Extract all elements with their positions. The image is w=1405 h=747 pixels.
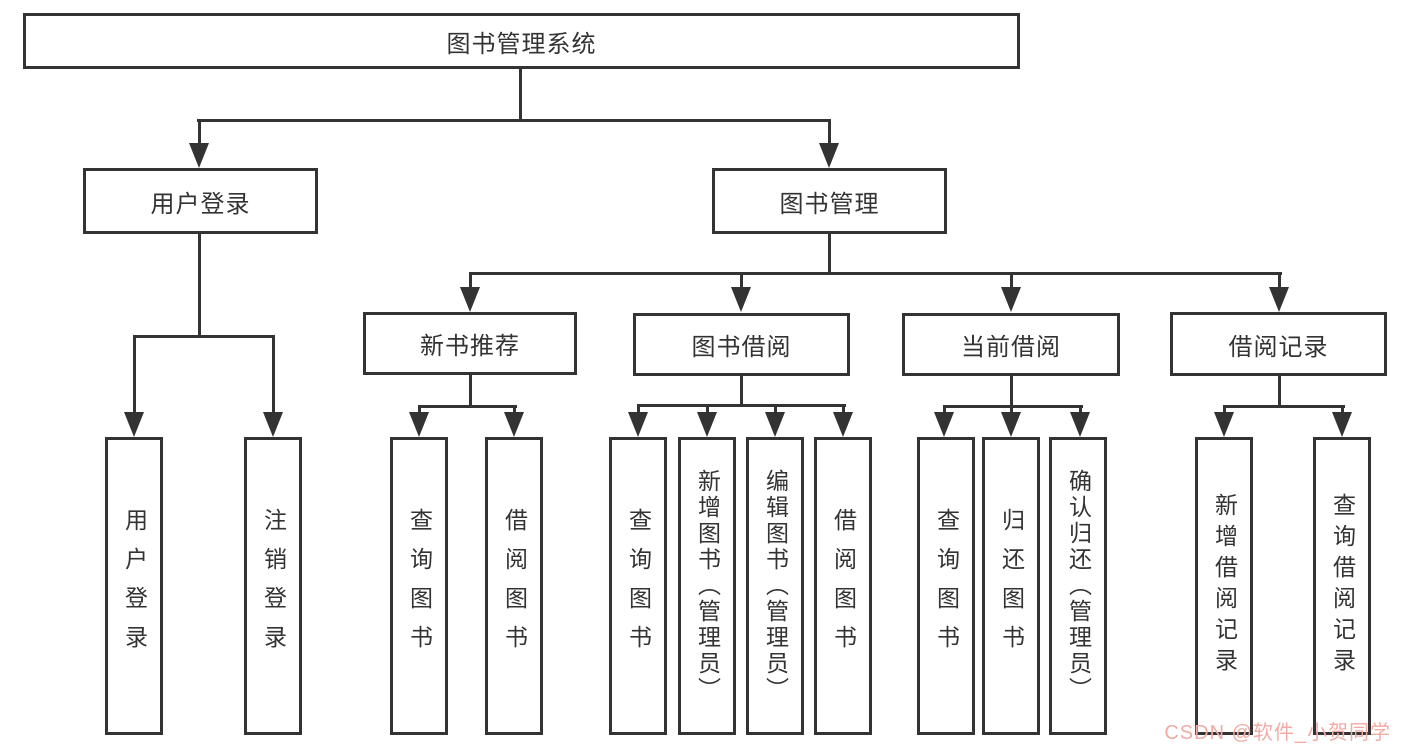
arrow-down-icon [934, 412, 954, 437]
connector-current-borrow-stub [1010, 376, 1013, 405]
connector-records-stub [1278, 376, 1281, 405]
leaf-add-books-admin-label: 新增图书（管理员） [694, 469, 721, 703]
leaf-edit-books-admin: 编辑图书（管理员） [746, 437, 804, 735]
node-user-login-label: 用户登录 [150, 190, 251, 218]
node-book-management-label: 图书管理 [779, 190, 880, 218]
connector-leaf-shaft [513, 405, 516, 414]
leaf-user-login-label: 用户登录 [121, 508, 148, 664]
connector-leaf-shaft [1223, 405, 1226, 414]
leaf-query-borrow-record: 查询借阅记录 [1313, 437, 1371, 735]
node-book-borrowing: 图书借阅 [633, 313, 850, 376]
node-root-library-system: 图书管理系统 [23, 13, 1020, 69]
leaf-borrow-books-borrowing: 借阅图书 [814, 437, 872, 735]
connector-current-borrow-branch [943, 405, 1083, 408]
leaf-confirm-return-admin: 确认归还（管理员） [1049, 437, 1107, 735]
leaf-query-books-recommend: 查询图书 [390, 437, 448, 735]
leaf-query-books-label: 查询图书 [406, 508, 433, 664]
connector-leaf-shaft [1079, 405, 1082, 414]
arrow-down-icon [460, 287, 480, 312]
connector-book-mgmt-branch [469, 272, 1282, 275]
arrow-down-icon [731, 287, 751, 312]
arrow-down-icon [1214, 412, 1234, 437]
connector-leaf-shaft [842, 404, 845, 414]
arrow-down-icon [1001, 412, 1021, 437]
leaf-borrow-books-label: 借阅图书 [830, 508, 857, 664]
leaf-user-login: 用户登录 [105, 437, 163, 735]
node-user-login: 用户登录 [83, 168, 318, 234]
connector-leaf-shaft [272, 335, 275, 413]
connector-leaf-shaft [418, 405, 421, 414]
arrow-down-icon [697, 412, 717, 437]
connector-book-borrow-stub [740, 376, 743, 404]
arrow-down-icon [504, 412, 524, 437]
arrow-down-icon [765, 412, 785, 437]
connector-level3-shaft [469, 272, 472, 289]
connector-leaf-shaft [774, 404, 777, 414]
leaf-return-books: 归还图书 [982, 437, 1040, 735]
leaf-query-borrow-record-label: 查询借阅记录 [1329, 493, 1356, 679]
connector-records-branch [1223, 405, 1345, 408]
arrow-down-icon [124, 412, 144, 437]
leaf-logout: 注销登录 [244, 437, 302, 735]
connector-book-borrow-branch [637, 404, 846, 407]
node-new-book-recommend: 新书推荐 [363, 312, 577, 375]
connector-user-login-stub [198, 234, 201, 335]
node-root-label: 图书管理系统 [446, 30, 597, 58]
connector-leaf-shaft [1010, 405, 1013, 414]
node-current-borrowing: 当前借阅 [902, 313, 1120, 376]
csdn-watermark: CSDN @软件_小贺同学 [1164, 722, 1391, 744]
arrow-down-icon [819, 143, 839, 168]
leaf-query-books-borrowing: 查询图书 [609, 437, 667, 735]
connector-leaf-shaft [133, 335, 136, 413]
connector-user-login-branch [133, 335, 275, 338]
connector-book-mgmt-shaft [828, 119, 831, 145]
leaf-confirm-return-admin-label: 确认归还（管理员） [1065, 469, 1092, 703]
connector-level3-shaft [1278, 272, 1281, 289]
connector-level3-shaft [1010, 272, 1013, 289]
connector-level3-shaft [740, 272, 743, 289]
leaf-edit-books-admin-label: 编辑图书（管理员） [762, 469, 789, 703]
leaf-add-borrow-record-label: 新增借阅记录 [1211, 493, 1238, 679]
arrow-down-icon [263, 412, 283, 437]
connector-root-stub [519, 69, 522, 119]
leaf-query-books-label: 查询图书 [933, 508, 960, 664]
arrow-down-icon [1001, 287, 1021, 312]
arrow-down-icon [833, 412, 853, 437]
node-borrowing-records-label: 借阅记录 [1228, 333, 1329, 361]
leaf-query-books-current: 查询图书 [917, 437, 975, 735]
arrow-down-icon [189, 143, 209, 168]
connector-root-branch [197, 119, 831, 122]
connector-leaf-shaft [637, 404, 640, 414]
leaf-logout-label: 注销登录 [260, 508, 287, 664]
connector-user-login-shaft [198, 119, 201, 145]
arrow-down-icon [1070, 412, 1090, 437]
leaf-borrow-books-label: 借阅图书 [501, 508, 528, 664]
connector-new-book-stub [469, 375, 472, 405]
connector-book-mgmt-stub [828, 234, 831, 272]
arrow-down-icon [409, 412, 429, 437]
node-book-management: 图书管理 [712, 168, 947, 234]
connector-leaf-shaft [706, 404, 709, 414]
node-current-borrowing-label: 当前借阅 [961, 334, 1061, 361]
arrow-down-icon [1269, 287, 1289, 312]
node-book-borrowing-label: 图书借阅 [691, 334, 792, 361]
leaf-return-books-label: 归还图书 [998, 508, 1025, 664]
leaf-add-borrow-record: 新增借阅记录 [1195, 437, 1253, 735]
connector-leaf-shaft [1341, 405, 1344, 414]
connector-leaf-shaft [943, 405, 946, 414]
leaf-borrow-books-recommend: 借阅图书 [485, 437, 543, 735]
node-borrowing-records: 借阅记录 [1170, 312, 1387, 376]
arrow-down-icon [628, 412, 648, 437]
arrow-down-icon [1332, 412, 1352, 437]
leaf-add-books-admin: 新增图书（管理员） [678, 437, 736, 735]
leaf-query-books-label: 查询图书 [625, 508, 652, 664]
node-new-book-recommend-label: 新书推荐 [420, 333, 520, 360]
connector-new-book-branch [418, 405, 517, 408]
